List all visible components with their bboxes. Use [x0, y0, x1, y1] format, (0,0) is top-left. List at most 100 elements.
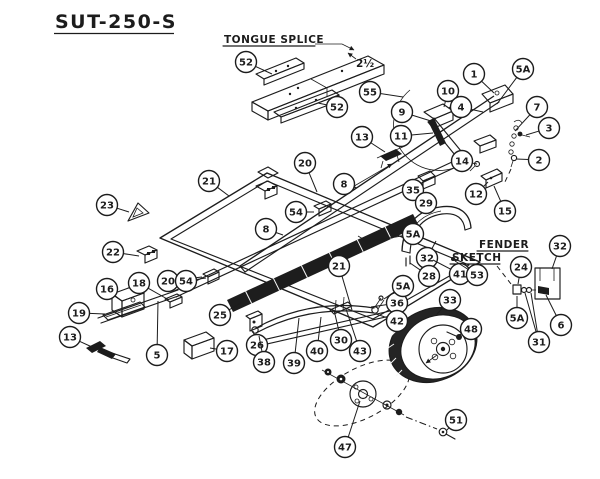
svg-text:29: 29 [419, 199, 433, 210]
lug-bolt-48 [446, 331, 462, 340]
cotter-bolt-51 [438, 427, 456, 440]
svg-text:8: 8 [263, 225, 270, 236]
svg-text:5: 5 [154, 351, 161, 362]
callout-17: 17 [209, 339, 239, 363]
svg-text:54: 54 [289, 208, 303, 219]
svg-text:43: 43 [353, 347, 367, 358]
svg-text:17: 17 [220, 347, 234, 358]
svg-text:52: 52 [239, 58, 253, 69]
bolt-3 [517, 131, 531, 138]
svg-text:5A: 5A [516, 65, 531, 76]
spring-hanger [245, 310, 263, 332]
assembly-direction-arrow [350, 163, 393, 190]
callout-48: 48 [458, 317, 483, 341]
winch-strap [428, 118, 446, 146]
callout-2: 2 [515, 148, 551, 172]
tongue-splice-label: TONGUE SPLICE [224, 34, 324, 46]
svg-text:23: 23 [100, 201, 114, 212]
corner-bracket [255, 180, 278, 200]
callout-32: 32 [548, 234, 572, 270]
coupler [481, 84, 514, 113]
callout-20: 20 [293, 151, 318, 193]
frame-clamp-bracket [136, 245, 158, 264]
callout-5A: 5A [371, 222, 425, 246]
svg-text:22: 22 [106, 248, 120, 259]
svg-text:24: 24 [514, 263, 528, 274]
svg-text:13: 13 [63, 333, 77, 344]
coupler-bracket-12 [480, 168, 503, 189]
svg-text:13: 13 [355, 133, 369, 144]
square-washer [512, 284, 522, 295]
svg-text:8: 8 [341, 180, 348, 191]
leaf-spring [245, 295, 391, 348]
callout-32: 32 [415, 240, 439, 270]
callout-5A: 5A [383, 274, 415, 300]
light-box-17 [183, 331, 215, 360]
callout-21: 21 [197, 169, 230, 197]
callout-8: 8 [332, 172, 358, 196]
wheel-hub-cap [435, 341, 451, 357]
crossmember-clamp-front [313, 200, 332, 217]
rear-crossbar [97, 289, 179, 319]
svg-text:20: 20 [161, 277, 175, 288]
svg-text:33: 33 [443, 296, 457, 307]
svg-text:48: 48 [464, 325, 478, 336]
spindle-nut [395, 408, 403, 416]
callout-23: 23 [95, 193, 130, 217]
chain-bolt [510, 154, 518, 162]
callout-31: 31 [524, 292, 551, 354]
spindle-washer [382, 400, 392, 410]
svg-text:26: 26 [250, 341, 264, 352]
callout-8: 8 [254, 217, 284, 241]
wheel-rim [418, 324, 468, 374]
crossmember-clamp-rear [202, 268, 220, 285]
fender-bolt [357, 235, 371, 245]
svg-text:41: 41 [453, 270, 467, 281]
model-number: SUT-250-S [55, 11, 177, 33]
small-bracket-18 [164, 293, 183, 309]
svg-text:47: 47 [338, 443, 352, 454]
svg-text:36: 36 [390, 299, 404, 310]
wheel [387, 307, 478, 383]
svg-text:32: 32 [553, 242, 567, 253]
svg-text:18: 18 [132, 279, 146, 290]
reflector [127, 202, 150, 222]
callout-42: 42 [375, 309, 409, 333]
callout-16: 16 [95, 277, 120, 301]
callout-33: 33 [436, 288, 462, 315]
callout-1: 1 [462, 62, 495, 94]
tongue-bracket [473, 134, 497, 154]
svg-text:39: 39 [287, 359, 301, 370]
callout-11: 11 [389, 124, 434, 148]
callout-51: 51 [444, 408, 468, 432]
svg-text:16: 16 [100, 285, 114, 296]
svg-text:38: 38 [257, 358, 271, 369]
callout-21: 21 [327, 254, 353, 311]
callout-14: 14 [450, 149, 478, 173]
callout-3: 3 [525, 116, 561, 140]
svg-text:7: 7 [534, 103, 541, 114]
spring-eye-rear [371, 306, 379, 314]
fender-sketch-label-1: FENDER [479, 239, 529, 251]
svg-text:11: 11 [394, 132, 408, 143]
nut-a [520, 286, 528, 294]
callout-29: 29 [414, 191, 438, 215]
svg-text:12: 12 [469, 190, 483, 201]
callout-24: 24 [509, 255, 533, 285]
nut-b [525, 286, 533, 294]
svg-text:52: 52 [330, 103, 344, 114]
crank-handle [86, 341, 131, 364]
callout-43: 43 [345, 308, 372, 363]
hub [349, 380, 377, 408]
svg-text:21: 21 [202, 177, 216, 188]
callout-15: 15 [493, 185, 517, 223]
callout-5: 5 [145, 300, 169, 367]
dimension-label: 2½ [356, 58, 374, 70]
callout-7: 7 [514, 95, 549, 132]
svg-text:9: 9 [399, 108, 406, 119]
svg-text:30: 30 [334, 336, 348, 347]
front-corner-cap [257, 166, 279, 179]
svg-text:25: 25 [213, 311, 227, 322]
callout-30: 30 [329, 309, 353, 352]
